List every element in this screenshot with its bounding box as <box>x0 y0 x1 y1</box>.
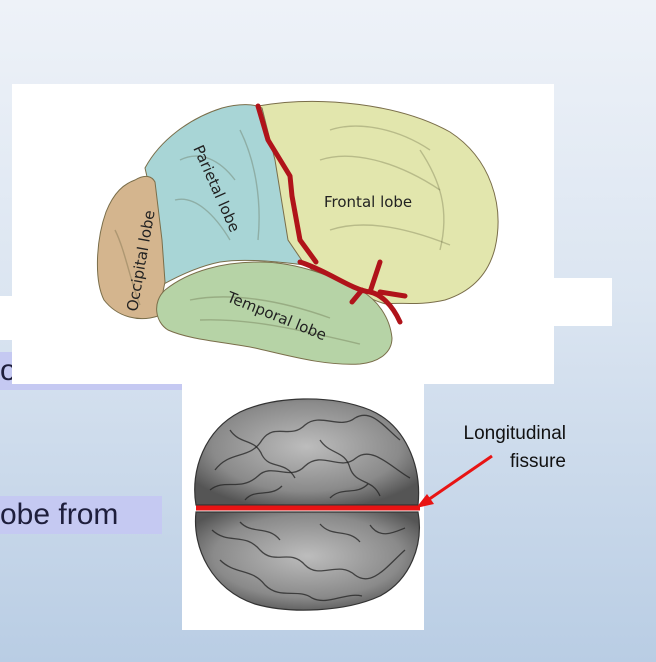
occipital-lobe-region <box>97 175 166 320</box>
longitudinal-label-line-2: fissure <box>510 451 566 472</box>
gyri-texture <box>114 125 451 345</box>
slide-text-line-2: obe from <box>0 496 162 534</box>
frontal-lobe-label: Frontal lobe <box>324 193 412 211</box>
central-sulcus <box>255 103 319 265</box>
longitudinal-label-line-1: Longitudinal <box>463 423 566 444</box>
fissure-arrow-head <box>416 494 434 508</box>
lower-hemisphere <box>194 511 420 611</box>
temporal-lobe-region <box>156 261 393 365</box>
lateral-sulcus <box>297 259 408 325</box>
right-panel-strip <box>512 278 612 326</box>
superior-gyri-texture <box>209 414 411 602</box>
fissure-arrow-shaft <box>424 454 493 504</box>
upper-hemisphere <box>194 398 420 506</box>
left-panel-strip <box>0 296 40 340</box>
parietal-lobe-region <box>144 104 307 286</box>
longitudinal-fissure-label: Longitudinal fissure <box>440 420 566 476</box>
